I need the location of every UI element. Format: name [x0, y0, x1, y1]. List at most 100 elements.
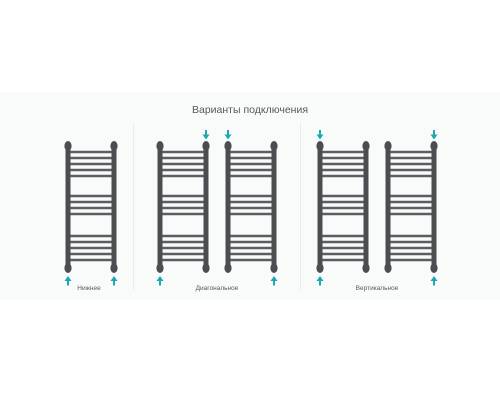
radiator-rung	[68, 206, 114, 210]
caption-diagonal-connection: Диагональное	[195, 285, 239, 292]
radiator-rail	[385, 146, 391, 268]
radiator-rung	[160, 174, 206, 178]
radiator-rail-cap	[110, 141, 118, 151]
radiator-rung	[228, 252, 274, 256]
radiator-rung	[228, 212, 274, 216]
radiator-rail-cap	[270, 141, 278, 151]
radiator-rail	[203, 146, 209, 268]
radiator-rail-cap	[430, 141, 438, 151]
caption-bottom-connection: Нижнее	[77, 285, 101, 292]
radiator-rung	[388, 206, 434, 210]
radiator-rail-cap	[64, 141, 72, 151]
radiator-rung	[68, 200, 114, 204]
inlet-arrow-icon	[202, 130, 210, 140]
radiator-rung	[388, 258, 434, 262]
outlet-arrow-icon	[430, 276, 438, 286]
radiator-rail-cap	[202, 141, 210, 151]
radiator-rung	[228, 194, 274, 198]
radiator-rung	[160, 258, 206, 262]
radiator-rung	[160, 246, 206, 250]
radiator-rung	[388, 212, 434, 216]
radiator-rail-cap	[156, 263, 164, 273]
radiator-rung	[388, 200, 434, 204]
radiator-rail-cap	[110, 263, 118, 273]
inlet-arrow-icon	[224, 130, 232, 140]
radiator-rung	[320, 234, 366, 238]
radiator-graphic	[224, 141, 278, 273]
radiator-rung	[388, 240, 434, 244]
radiator-rail-cap	[224, 141, 232, 151]
radiator-rail-cap	[362, 141, 370, 151]
radiator-rail-cap	[202, 263, 210, 273]
radiator-rail	[363, 146, 369, 268]
radiator-rung	[68, 156, 114, 160]
radiator-rail	[317, 146, 323, 268]
radiator-rung	[320, 194, 366, 198]
outlet-arrow-icon	[110, 276, 118, 286]
radiator-rung	[228, 168, 274, 172]
radiator-rung	[320, 212, 366, 216]
radiator-rung	[68, 240, 114, 244]
radiator-rung	[160, 194, 206, 198]
radiator-rung	[388, 252, 434, 256]
radiator-rail-cap	[224, 263, 232, 273]
radiator-rung	[320, 162, 366, 166]
radiator-rail	[111, 146, 117, 268]
radiator-graphic	[156, 141, 210, 273]
radiator-rung	[160, 252, 206, 256]
inlet-arrow-icon	[316, 130, 324, 140]
radiator-rung	[388, 246, 434, 250]
radiator-rung	[228, 200, 274, 204]
caption-vertical-connection: Вертикальное	[355, 285, 399, 292]
radiator-rung	[320, 246, 366, 250]
radiator-rung	[160, 200, 206, 204]
radiator-rung	[228, 174, 274, 178]
radiator-rung	[228, 246, 274, 250]
radiator-rail-cap	[362, 263, 370, 273]
radiator-rung	[68, 162, 114, 166]
radiator-rung	[320, 150, 366, 154]
radiator-rung	[320, 156, 366, 160]
radiator-rung	[320, 200, 366, 204]
radiator-rung	[320, 206, 366, 210]
radiator-rung	[388, 174, 434, 178]
radiator-rung	[228, 162, 274, 166]
group-separator	[300, 122, 301, 290]
radiator-rung	[160, 168, 206, 172]
radiator-rung	[388, 168, 434, 172]
radiator-rung	[160, 156, 206, 160]
radiator-rung	[388, 150, 434, 154]
outlet-arrow-icon	[270, 276, 278, 286]
radiator-rung	[68, 234, 114, 238]
radiator-rail-cap	[384, 263, 392, 273]
radiator-rail-cap	[384, 141, 392, 151]
radiator-rung	[320, 168, 366, 172]
outlet-arrow-icon	[316, 276, 324, 286]
radiator-rail	[65, 146, 71, 268]
radiator-rung	[68, 150, 114, 154]
outlet-arrow-icon	[156, 276, 164, 286]
radiator-rung	[388, 194, 434, 198]
inlet-arrow-icon	[430, 130, 438, 140]
radiator-rung	[160, 150, 206, 154]
radiator-rung	[228, 258, 274, 262]
radiator-rung	[68, 194, 114, 198]
group-separator	[133, 122, 134, 290]
section-title: Варианты подключения	[191, 104, 309, 116]
radiator-graphic	[316, 141, 370, 273]
radiator-graphic	[384, 141, 438, 273]
radiator-rung	[160, 162, 206, 166]
radiator-rail-cap	[64, 263, 72, 273]
radiator-rail	[431, 146, 437, 268]
radiator-rung	[320, 252, 366, 256]
radiator-rail	[157, 146, 163, 268]
radiator-rung	[68, 174, 114, 178]
radiator-rung	[160, 212, 206, 216]
radiator-rung	[228, 234, 274, 238]
radiator-graphic	[64, 141, 118, 273]
radiator-rung	[68, 252, 114, 256]
radiator-rung	[320, 174, 366, 178]
radiator-rail-cap	[270, 263, 278, 273]
radiator-rung	[68, 246, 114, 250]
